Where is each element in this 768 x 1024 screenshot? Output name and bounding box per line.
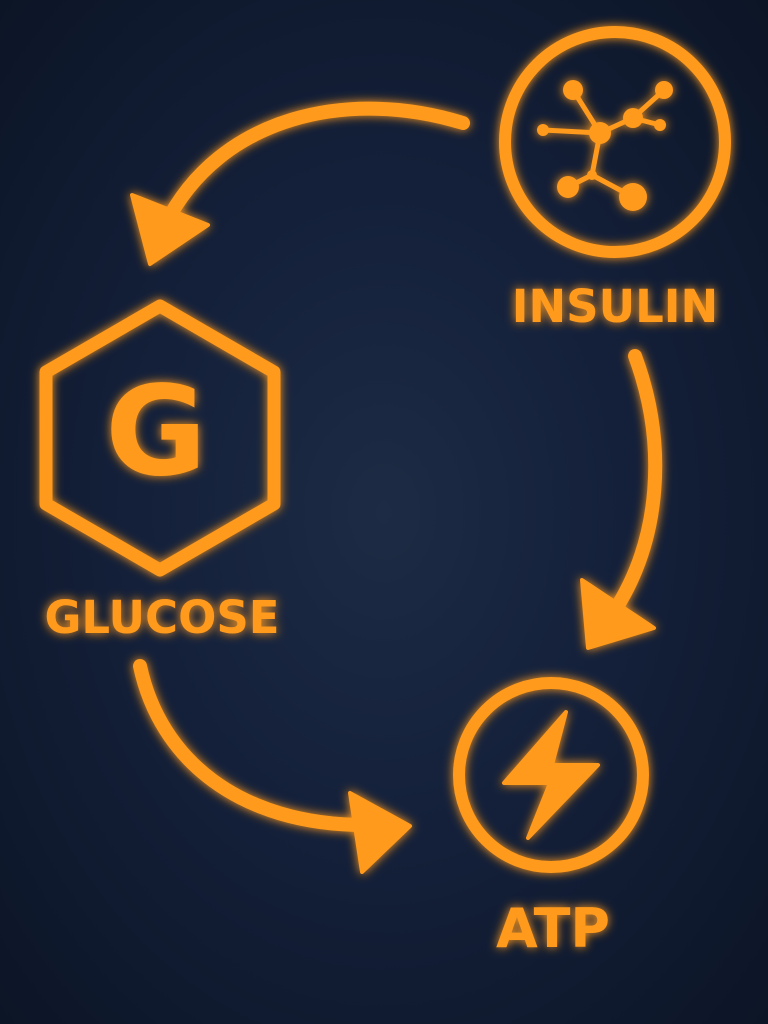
insulin-label: INSULIN	[512, 280, 718, 333]
arrow-insulin-to-glucose	[130, 101, 470, 266]
glucose-label: GLUCOSE	[45, 591, 280, 644]
atp-label: ATP	[496, 897, 610, 960]
arrow-glucose-to-atp	[133, 659, 412, 874]
atp-lightning-icon	[453, 677, 649, 873]
glucose-icon-letter: G	[105, 360, 207, 504]
insulin-molecule-icon	[499, 26, 731, 258]
arrow-insulin-to-atp	[580, 349, 663, 650]
glucose-hexagon-icon	[39, 299, 281, 577]
